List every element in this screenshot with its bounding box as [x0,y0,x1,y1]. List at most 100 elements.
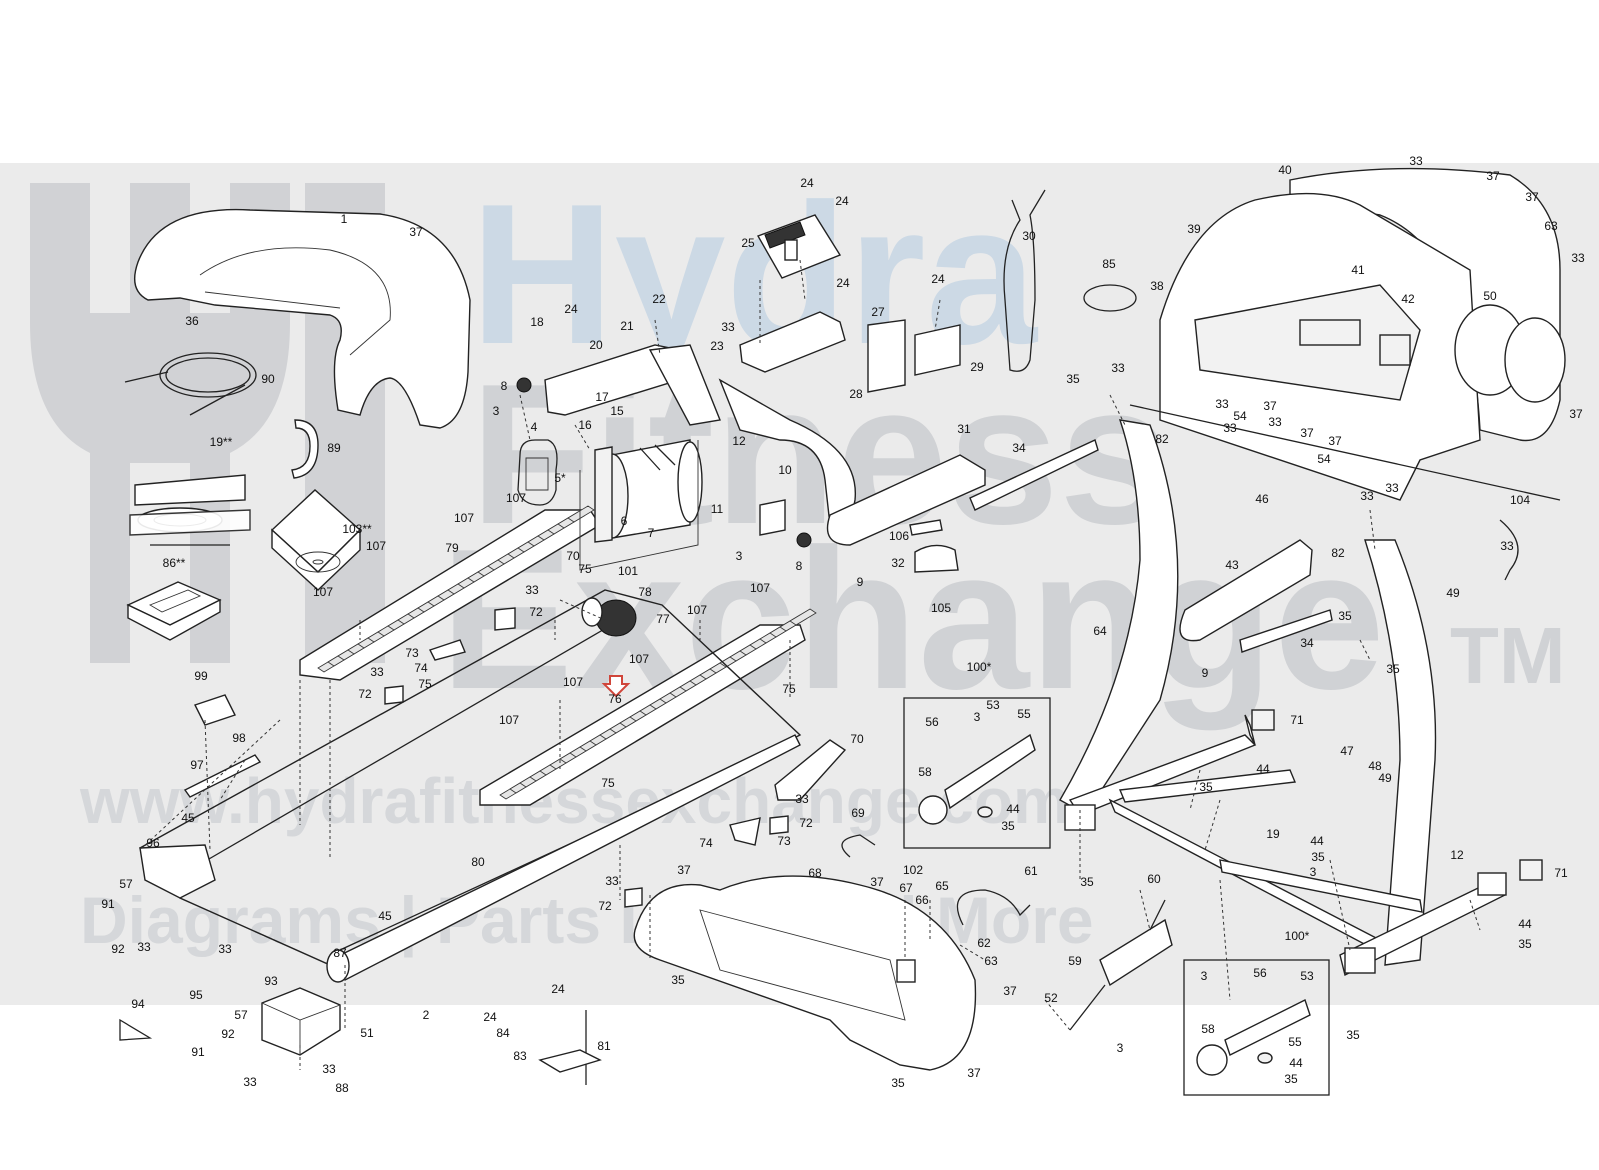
part-number-label: 92 [111,942,125,956]
part-number-label: 63 [984,954,998,968]
part-number-label: 24 [835,194,849,208]
part-number-label: 73 [777,834,791,848]
part-number-label: 37 [967,1066,981,1080]
part-number-label: 78 [638,585,652,599]
part-number-label: 35 [1001,819,1015,833]
part-number-label: 97 [190,758,204,772]
part-number-label: 24 [836,276,850,290]
part-number-label: 3 [1201,969,1208,983]
part-number-label: 64 [1093,624,1107,638]
console-cable-part [1003,189,1046,372]
part-number-label: 41 [1351,263,1365,277]
part-number-label: 72 [598,899,612,913]
part-number-label: 49 [1378,771,1392,785]
right-side-rail-part [479,608,817,806]
part-number-label: 107 [629,652,649,666]
part-number-label: 82 [1155,432,1169,446]
part-number-label: 44 [1289,1056,1303,1070]
part-number-label: 55 [1288,1035,1302,1049]
part-number-label: 32 [891,556,905,570]
part-number-label: 22 [652,292,666,306]
cable-85-part [1083,284,1137,312]
part-number-label: 37 [1569,407,1583,421]
wheel-assembly-inset-2 [1183,959,1330,1096]
part-number-label: 62 [977,936,991,950]
part-number-label: 47 [1340,744,1354,758]
part-number-label: 92 [221,1027,235,1041]
drive-belt-part [517,439,558,506]
part-number-label: 101 [618,564,638,578]
part-number-label: 10 [778,463,792,477]
part-number-label: 59 [1068,954,1082,968]
plate-83 [538,1049,602,1073]
part-number-label: 33 [525,583,539,597]
part-number-label: 6 [621,514,628,528]
part-number-label: 107 [313,585,333,599]
part-number-label: 107 [563,675,583,689]
part-number-label: 68 [808,866,822,880]
part-number-label: 90 [261,372,275,386]
part-number-label: 44 [1518,917,1532,931]
isolator-72b [384,685,404,705]
incline-motor-part [1069,899,1173,1031]
part-number-label: 37 [1003,984,1017,998]
part-number-label: 9 [1202,666,1209,680]
part-number-label: 95 [189,988,203,1002]
part-number-label: 35 [1311,850,1325,864]
part-number-label: 33 [1571,251,1585,265]
part-number-label: 24 [551,982,565,996]
part-number-label: 67 [899,881,913,895]
part-number-label: 44 [1006,802,1020,816]
part-number-label: 18 [530,315,544,329]
part-number-label: 39 [1187,222,1201,236]
bracket-99 [194,694,236,726]
part-number-label: 24 [800,176,814,190]
part-number-label: 24 [483,1010,497,1024]
part-number-label: 27 [871,305,885,319]
part-number-label: 37 [1328,434,1342,448]
part-number-label: 33 [218,942,232,956]
part-number-label: 106 [889,529,909,543]
part-number-label: 35 [1338,609,1352,623]
part-number-label: 7 [648,526,655,540]
part-number-label: 46 [1255,492,1269,506]
part-number-label: 107 [687,603,707,617]
part-number-label: 20 [589,338,603,352]
part-number-label: 37 [1300,426,1314,440]
part-number-label: 99 [194,669,208,683]
part-number-label: 34 [1012,441,1026,455]
part-number-label: 70 [566,549,580,563]
wheel-assembly-inset-1 [903,697,1051,849]
part-number-label: 85 [1102,257,1116,271]
part-number-label: 63 [1544,219,1558,233]
part-number-label: 105 [931,601,951,615]
part-number-label: 33 [1223,421,1237,435]
upright-frame-part [516,344,856,548]
part-number-label: 33 [243,1075,257,1089]
part-number-label: 93 [264,974,278,988]
part-number-label: 36 [185,314,199,328]
part-number-label: 8 [501,379,508,393]
part-number-label: 33 [721,320,735,334]
part-number-label: 33 [137,940,151,954]
part-number-label: 107 [366,539,386,553]
part-number-label: 35 [1199,780,1213,794]
part-number-label: 3 [736,549,743,563]
part-number-label: 61 [1024,864,1038,878]
part-number-label: 57 [234,1008,248,1022]
part-number-label: 43 [1225,558,1239,572]
part-number-label: 100* [1285,929,1310,943]
part-number-label: 33 [1409,154,1423,168]
part-number-label: 86** [163,556,186,570]
rear-base-shroud-part [633,875,977,1071]
part-number-label: 75 [782,682,796,696]
part-number-label: 30 [1022,229,1036,243]
motor-hood-part [134,208,471,429]
part-number-label: 107 [499,713,519,727]
part-number-label: 52 [1044,991,1058,1005]
isolator-72d [624,887,643,908]
part-number-label: 72 [358,687,372,701]
part-number-label: 80 [471,855,485,869]
part-number-label: 19 [1266,827,1280,841]
